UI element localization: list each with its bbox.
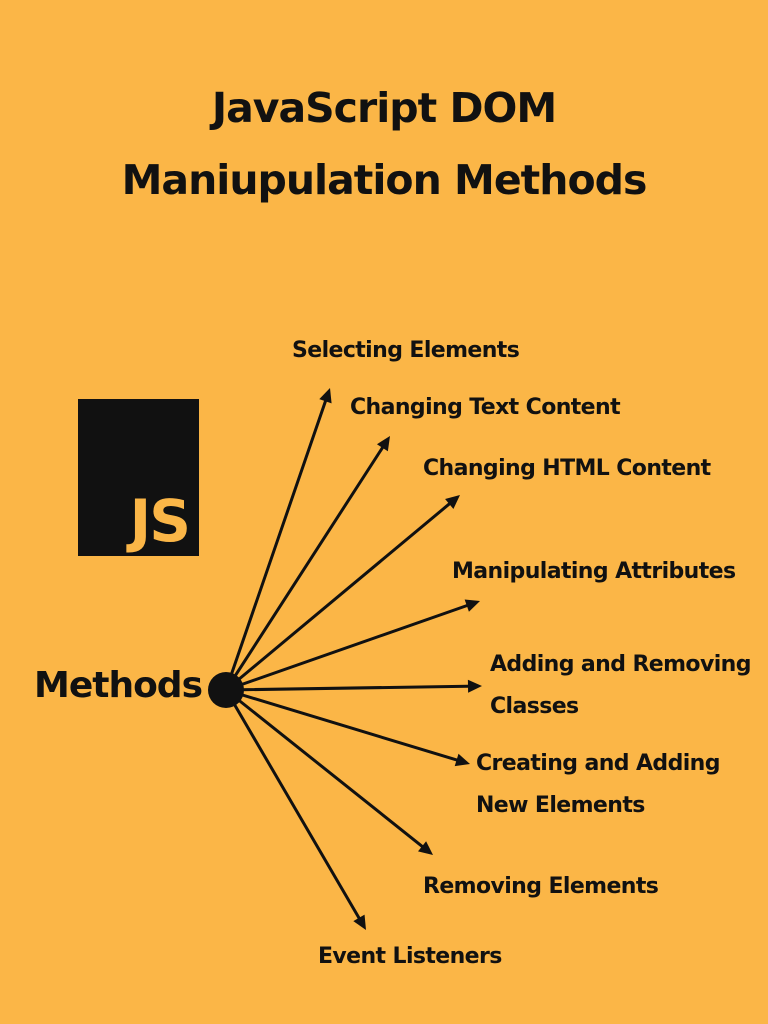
arrow-line-6 — [224, 688, 459, 762]
method-selecting-elements: Selecting Elements — [292, 330, 520, 372]
title-line-2: Maniupulation Methods — [121, 156, 648, 204]
method-label-line-2: New Elements — [476, 793, 645, 818]
method-label-line-2: Classes — [490, 694, 579, 719]
arrow-head-1 — [319, 388, 332, 404]
arrow-line-1 — [224, 399, 327, 692]
method-event-listeners: Event Listeners — [318, 936, 502, 978]
method-removing-elements: Removing Elements — [423, 866, 659, 908]
method-label-line: Event Listeners — [318, 944, 502, 969]
method-label-line: Selecting Elements — [292, 338, 520, 363]
arrow-head-4 — [464, 599, 480, 612]
arrow-head-5 — [467, 679, 482, 693]
method-label-line-1: Adding and Removing — [490, 652, 751, 677]
method-label-line-1: Creating and Adding — [476, 751, 720, 776]
arrow-head-3 — [445, 495, 460, 509]
method-changing-html-content: Changing HTML Content — [423, 448, 711, 490]
arrow-line-4 — [224, 604, 469, 692]
method-manipulating-attributes: Manipulating Attributes — [452, 551, 736, 593]
javascript-logo-text: JS — [129, 487, 191, 555]
arrow-head-6 — [454, 753, 470, 767]
page-title: JavaScript DOM Maniupulation Methods — [0, 72, 768, 216]
method-adding-removing-classes: Adding and Removing Classes — [490, 644, 751, 728]
method-label-line: Manipulating Attributes — [452, 559, 736, 584]
arrow-line-5 — [224, 684, 470, 692]
method-changing-text-content: Changing Text Content — [350, 387, 621, 429]
arrow-head-2 — [376, 436, 390, 452]
arrow-line-8 — [224, 688, 361, 920]
method-creating-adding-new-elements: Creating and Adding New Elements — [476, 743, 720, 827]
arrow-line-7 — [224, 688, 424, 848]
arrow-line-2 — [224, 446, 384, 692]
method-label-line: Removing Elements — [423, 874, 659, 899]
arrow-head-8 — [353, 914, 366, 930]
arrow-head-7 — [418, 841, 433, 855]
arrow-line-3 — [224, 502, 451, 692]
method-label-line: Changing Text Content — [350, 395, 621, 420]
hub-node — [208, 672, 244, 708]
javascript-logo-icon: JS — [78, 399, 199, 556]
method-label-line: Changing HTML Content — [423, 456, 711, 481]
title-line-1: JavaScript DOM — [211, 84, 557, 132]
hub-label: Methods — [34, 665, 203, 706]
